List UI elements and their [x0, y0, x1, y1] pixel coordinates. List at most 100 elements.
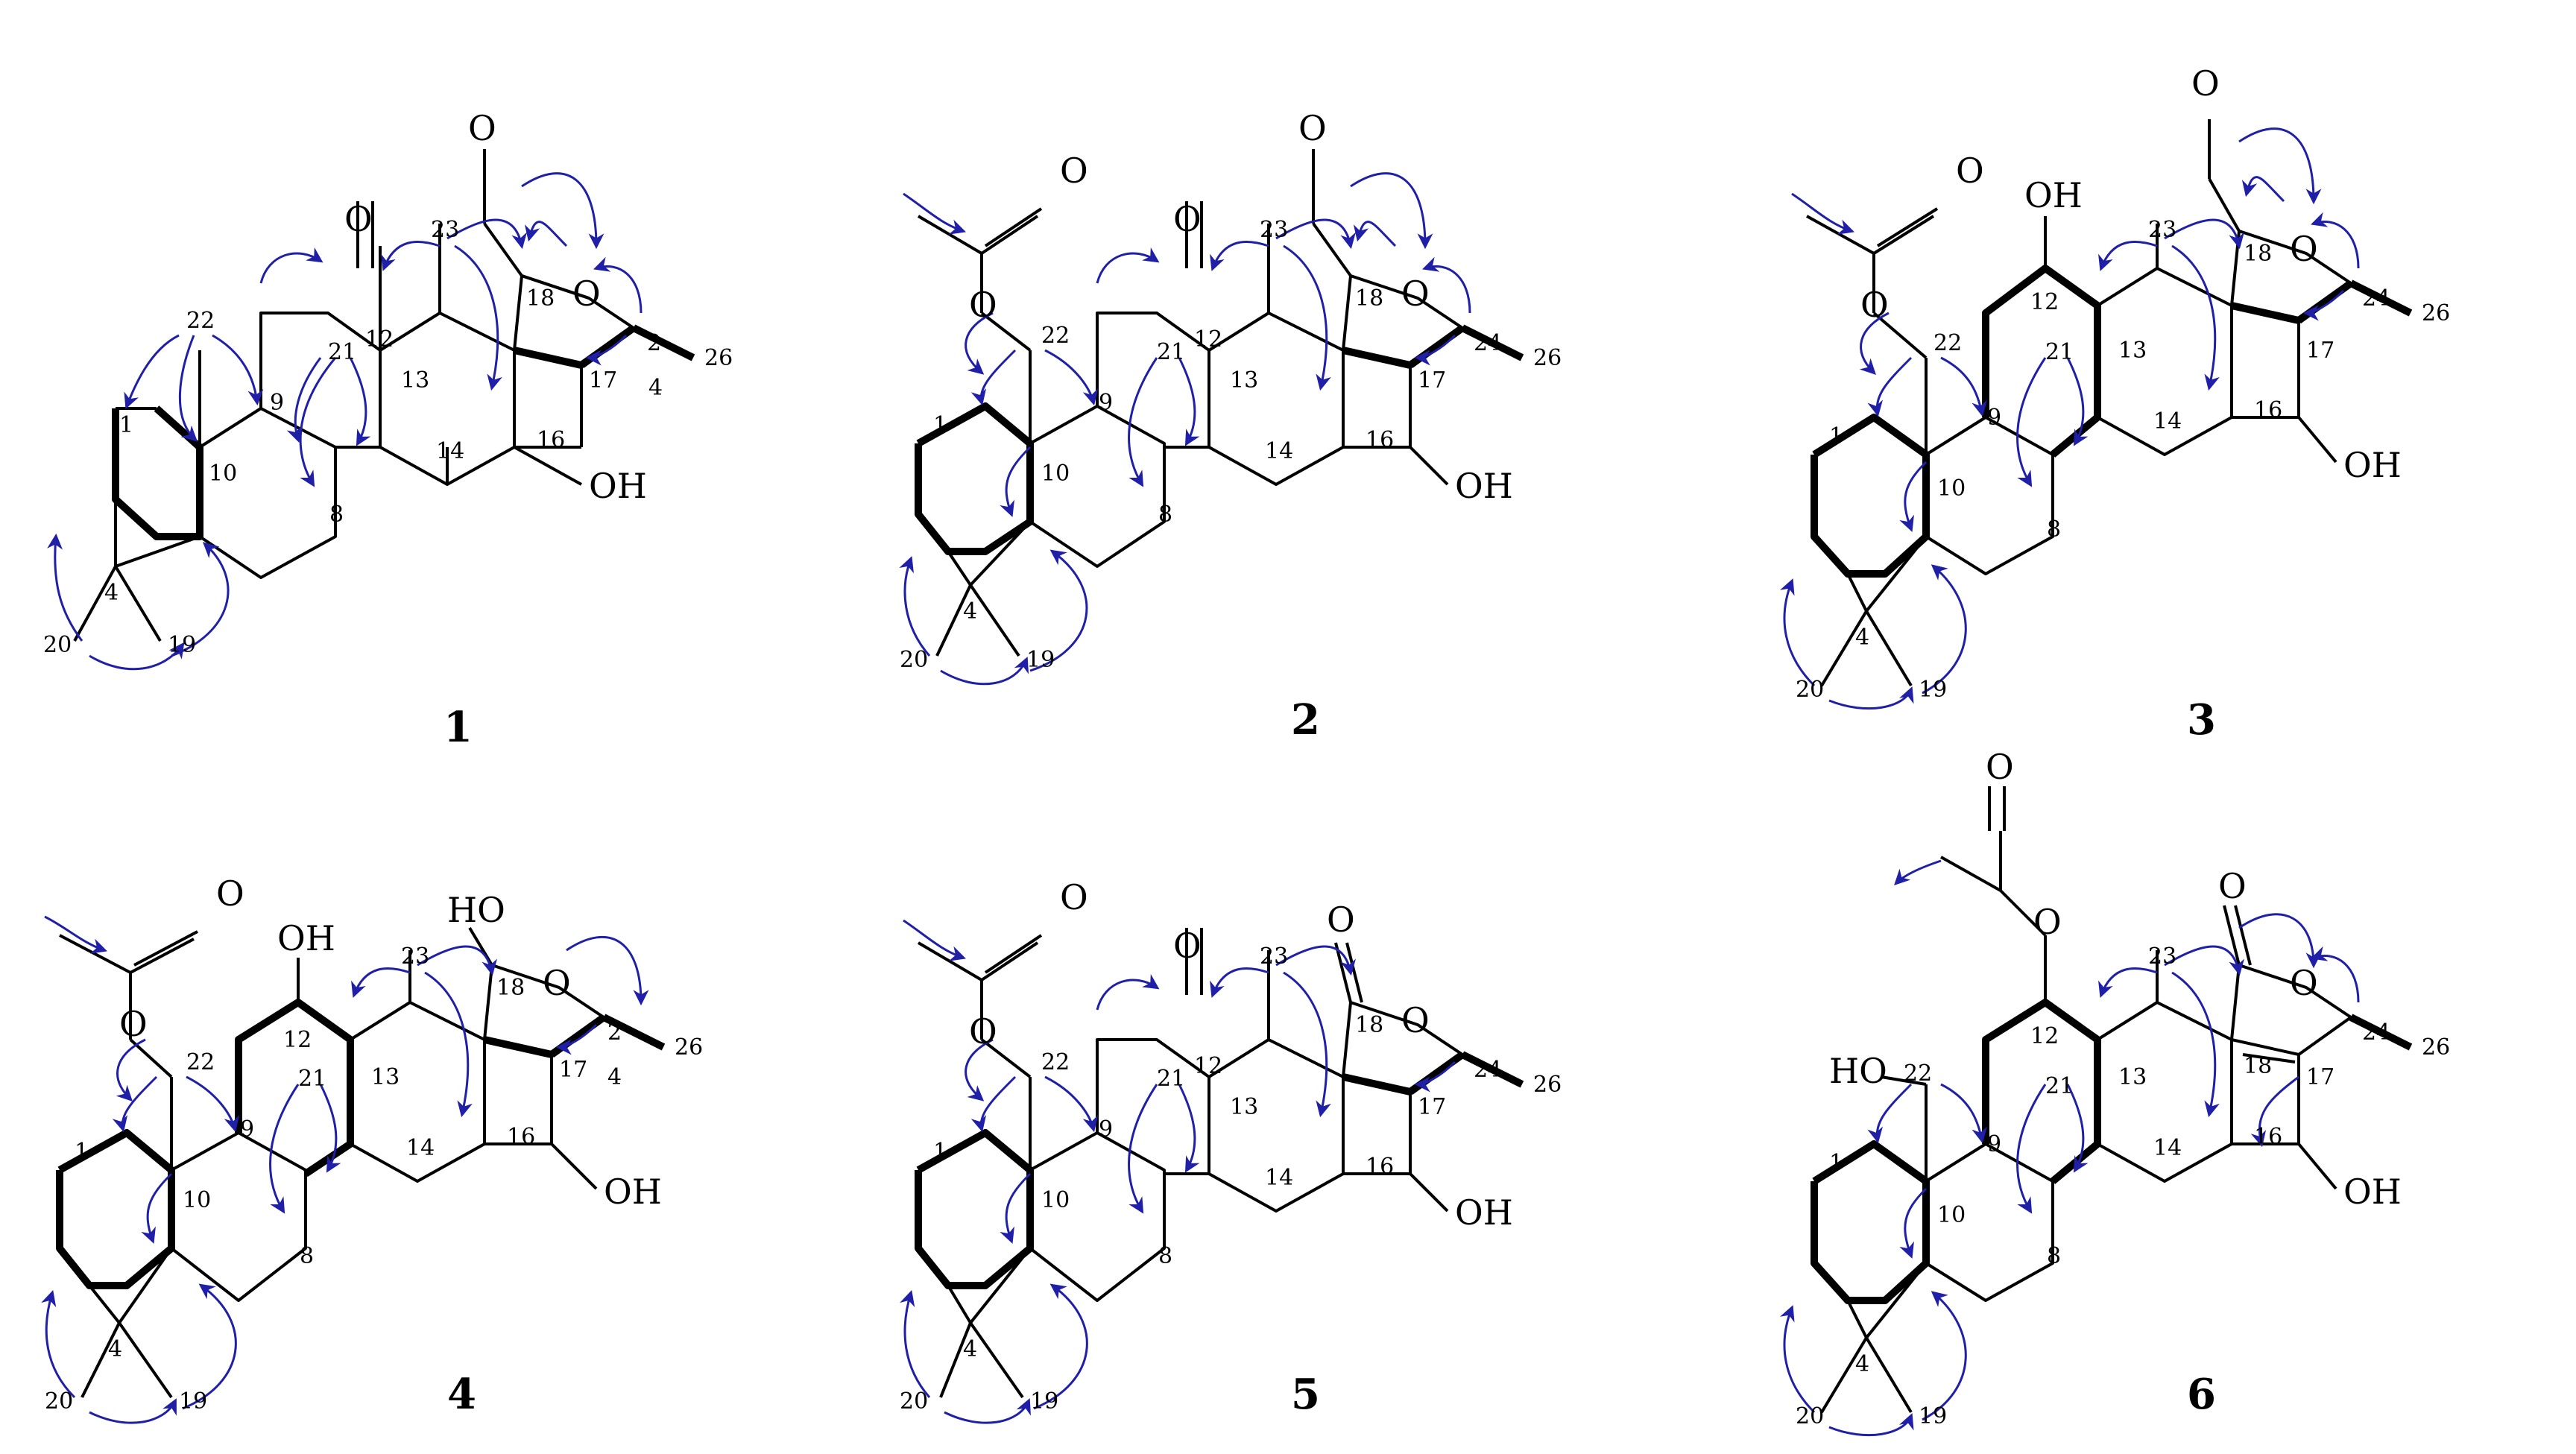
atom-label: O	[1060, 877, 1088, 917]
atom-numbers: 1 2 4 4 8 9 10 12 13 14 16 17 18 19 20 2…	[45, 943, 703, 1415]
atom-number: 21	[1157, 339, 1185, 365]
atom-label: O	[1986, 747, 2014, 787]
atom-number: 1	[933, 1139, 947, 1165]
atom-number: 21	[1157, 1066, 1185, 1092]
atom-number: 18	[496, 975, 525, 1001]
atom-label: OH	[1455, 466, 1513, 506]
atom-label: O	[1956, 151, 1984, 191]
hmbc-arrows	[47, 172, 643, 671]
atom-number: 18	[526, 285, 555, 312]
atom-number: 22	[1933, 330, 1962, 356]
atom-number: 12	[2030, 1023, 2059, 1049]
atom-number: 8	[2047, 1243, 2061, 1269]
atom-number: 8	[1158, 1243, 1172, 1269]
atom-number: 16	[2254, 1124, 2282, 1150]
atom-number: 19	[1030, 1388, 1058, 1415]
atom-number: 26	[1533, 1072, 1562, 1098]
atom-number: 24	[1474, 1057, 1502, 1083]
atom-number: 9	[1099, 390, 1113, 416]
atom-number: 26	[704, 345, 733, 371]
atom-number: 22	[186, 308, 215, 334]
atom-number: 9	[240, 1116, 254, 1142]
atom-number: 10	[1041, 1187, 1070, 1213]
compound-5: O O O O O OH 1 4 8 9 10 12 13 14 16 17 1…	[900, 877, 1562, 1424]
atom-label: O	[2191, 63, 2220, 104]
atom-number: 19	[1919, 1403, 1947, 1429]
atom-number: 10	[1937, 1202, 1966, 1228]
atom-label: O	[344, 199, 373, 239]
atom-label: O	[969, 1011, 997, 1052]
atom-number: 14	[2153, 1135, 2182, 1161]
hmbc-arrows	[1780, 859, 2360, 1437]
atom-label: O	[2218, 866, 2247, 906]
atom-number: 8	[300, 1243, 314, 1269]
atom-number: 14	[436, 438, 464, 464]
atom-numbers: 1 2 4 4 8 9 10 12 13 14 16 17 18 19 20 2…	[43, 217, 733, 658]
bonds	[1806, 119, 2413, 687]
atom-number: 8	[1158, 502, 1172, 528]
atom-number: 26	[2422, 300, 2450, 326]
atom-number: 14	[2153, 408, 2182, 434]
atom-number: 16	[507, 1124, 535, 1150]
atom-number: 23	[1260, 217, 1288, 243]
atom-number: 21	[328, 339, 356, 365]
atom-number: 4	[648, 375, 663, 401]
atom-labels: O O O O O OH	[969, 877, 1513, 1233]
atom-number: 4	[963, 1336, 977, 1362]
atom-labels: O O O O OH OH	[1860, 63, 2402, 485]
atom-number: 1	[119, 412, 133, 438]
atom-number: 22	[1041, 1049, 1070, 1075]
atom-number: 24	[2362, 1020, 2390, 1046]
hmbc-arrows	[1780, 127, 2360, 710]
atom-number: 4	[1855, 625, 1869, 651]
atom-number: 17	[1418, 367, 1446, 393]
atom-number: 8	[2047, 516, 2061, 543]
atom-number: 4	[104, 580, 119, 606]
atom-number: 13	[1230, 367, 1258, 393]
compound-label: 1	[443, 703, 473, 752]
atom-number: 23	[2148, 217, 2176, 243]
atom-label: O	[1173, 199, 1202, 239]
atom-labels: O O O O HO OH	[1829, 747, 2402, 1212]
atom-number: 16	[1366, 427, 1394, 453]
bonds	[915, 928, 1524, 1399]
atom-label: O	[119, 1004, 148, 1044]
atom-number: 23	[431, 217, 459, 243]
atom-number: 8	[329, 502, 344, 528]
atom-number: 21	[2045, 339, 2074, 365]
atom-number: 9	[1099, 1116, 1113, 1142]
atom-label: O	[572, 274, 601, 314]
atom-number: 20	[43, 632, 72, 658]
atom-number: 13	[401, 367, 429, 393]
atom-number: 10	[1041, 461, 1070, 487]
bonds	[915, 149, 1524, 657]
atom-number: 16	[537, 427, 565, 453]
atom-number: 24	[1474, 330, 1502, 356]
atom-number: 12	[365, 326, 394, 353]
atom-number: 22	[1041, 323, 1070, 349]
atom-number: 4	[108, 1336, 122, 1362]
compound-label: 3	[2187, 695, 2216, 745]
atom-number: 18	[2244, 1053, 2272, 1079]
atom-label: O	[1173, 926, 1202, 966]
atom-number: 23	[401, 943, 429, 970]
atom-number: 10	[1937, 475, 1966, 502]
atom-label: O	[1298, 108, 1327, 148]
atom-label: O	[216, 873, 244, 914]
atom-number: 26	[675, 1034, 703, 1061]
atom-number: 2	[607, 1020, 622, 1046]
atom-label: OH	[2024, 175, 2083, 215]
atom-label: OH	[1455, 1192, 1513, 1233]
atom-label: O	[1401, 1000, 1430, 1040]
atom-number: 18	[1355, 285, 1383, 312]
atom-number: 17	[2306, 338, 2334, 364]
atom-label: O	[1060, 151, 1088, 191]
atom-number: 17	[2306, 1064, 2334, 1090]
atom-number: 20	[45, 1388, 73, 1415]
atom-number: 9	[270, 390, 284, 416]
compound-6: O O O O HO OH 1 4 8 9 10 12 13 14 16 17 …	[1780, 747, 2450, 1437]
hmbc-arrows	[41, 915, 649, 1424]
atom-number: 19	[179, 1388, 207, 1415]
atom-numbers: 1 4 8 9 10 12 13 14 16 17 18 19 20 21 22…	[1796, 943, 2450, 1429]
atom-number: 12	[283, 1027, 312, 1053]
